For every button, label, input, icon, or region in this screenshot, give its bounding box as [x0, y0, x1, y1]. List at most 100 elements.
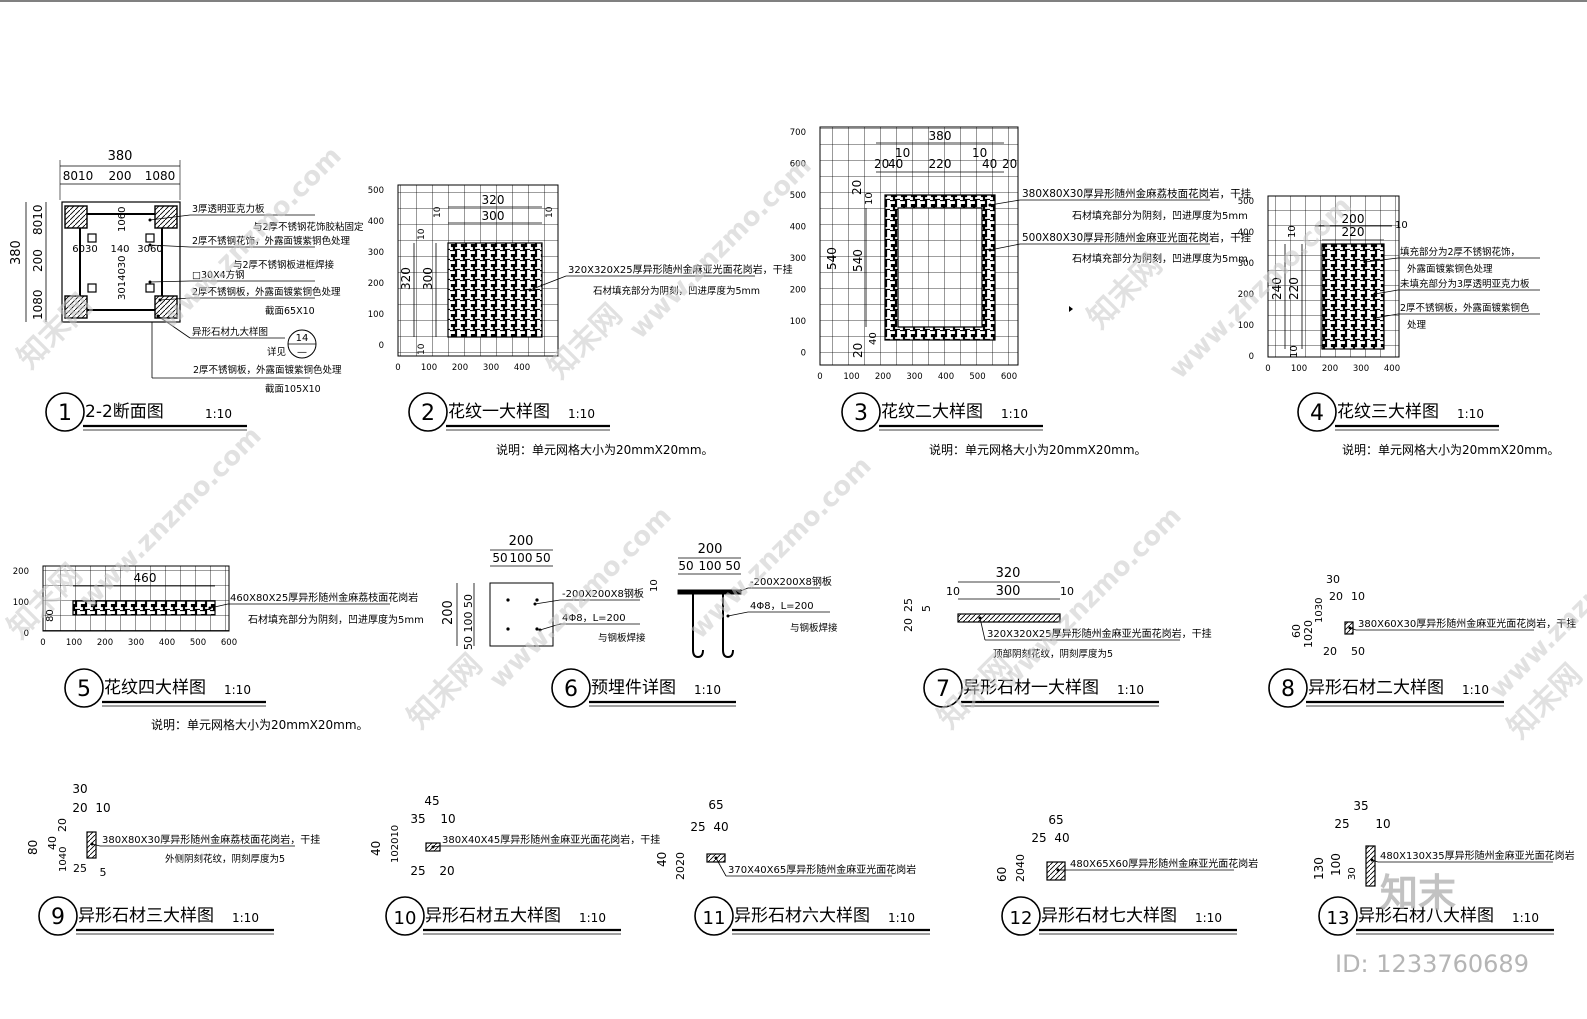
callout-text: -200X200X8钢板 [750, 575, 832, 588]
axis-x-tick: 0 [1265, 364, 1270, 374]
dim-text: 140 [110, 244, 129, 255]
callout-text: 石材填充部分为阴刻，凹进厚度为5mm [1072, 209, 1248, 222]
leader-dot [714, 856, 718, 860]
dim-text: 20 [1323, 645, 1337, 658]
corner-stone [64, 205, 88, 229]
leader-line [159, 297, 191, 301]
dim-text: 10 [946, 585, 960, 598]
fret-frame-fill [884, 194, 996, 341]
leader-line [727, 611, 749, 617]
axis-y-tick: 100 [1238, 321, 1254, 331]
callout-text: 外侧阴刻花纹，阴刻厚度为5 [165, 853, 285, 865]
callout-text: 4Φ8，L=200 [562, 613, 626, 624]
dim-text: 40 [868, 332, 879, 345]
drawing-title: 2-2断面图 [85, 402, 164, 422]
dim-text: 20 [851, 343, 865, 358]
drawing-number: 13 [1327, 908, 1350, 929]
callout-text: 480X65X60厚异形随州金麻亚光面花岗岩 [1070, 857, 1258, 870]
dim-text: 220 [929, 157, 952, 171]
drawing-number-bubble [551, 668, 591, 708]
drawing-scale: 1:10 [888, 911, 915, 925]
leader-dot [1348, 626, 1352, 630]
dim-text: 200 [509, 534, 534, 549]
note-text: 说明：单元网格大小为20mmX20mm。 [496, 442, 714, 457]
leader-dot [736, 590, 740, 594]
dim-text: 102010 [390, 825, 401, 863]
dim-text: 40 [46, 836, 59, 850]
leader-line [534, 599, 561, 605]
square-tube [87, 233, 97, 243]
axis-x-tick: 0 [40, 638, 45, 648]
leader-line [209, 603, 229, 609]
drawing-title: 异形石材三大样图 [78, 906, 214, 926]
drawing-scale: 1:10 [1457, 407, 1484, 421]
dim-text: 50 100 50 [462, 594, 475, 650]
dim-text: 20 [850, 180, 864, 195]
axis-x-tick: 100 [421, 363, 437, 373]
leader-line [149, 280, 191, 283]
dim-text: 1040 [58, 847, 69, 872]
axis-x-tick: 0 [395, 363, 400, 373]
dim-text: 10 [433, 206, 443, 218]
dim-text: 10 [972, 146, 987, 160]
dim-text: 40 [655, 852, 669, 867]
callout-text: 石材填充部分为阴刻，凹进厚度为5mm [1072, 252, 1248, 265]
axis-y-tick: 500 [1238, 197, 1254, 207]
dim-text: 35 [410, 812, 425, 826]
section-outline [61, 201, 181, 323]
detail-reference-sheet: — [297, 347, 307, 358]
drawing-scale: 1:10 [1462, 683, 1489, 697]
callout-text: 460X80X25厚异形随州金麻荔枝面花岗岩 [230, 591, 418, 604]
axis-y-tick: 200 [1238, 290, 1254, 300]
note-text: 说明：单元网格大小为20mmX20mm。 [929, 442, 1147, 457]
callout-text: 石材填充部分为阴刻，凹进厚度为5mm [593, 285, 760, 297]
drawing-number: 10 [394, 908, 417, 929]
callout-text: 2厚不锈钢花饰，外露面镀紫铜色处理 [192, 235, 351, 247]
dim-text: 40 [982, 157, 997, 171]
drawing-title: 异形石材七大样图 [1041, 906, 1177, 926]
axis-y-tick: 400 [1238, 228, 1254, 238]
axis-y-tick: 200 [13, 567, 29, 577]
dim-text: 320 [996, 566, 1021, 581]
drawing-title: 花纹二大样图 [881, 402, 983, 422]
dim-text: 540 [851, 249, 865, 272]
callout-text: 320X320X25厚异形随州金麻亚光面花岗岩，干挂 [568, 263, 793, 276]
dim-text: 200 [698, 542, 723, 557]
dim-text: 10 [1287, 225, 1298, 238]
dim-text: 10 [440, 812, 455, 826]
dim-text: 460 [134, 571, 157, 585]
drawing-number-bubble [1318, 896, 1358, 936]
dim-text: 320 [482, 193, 505, 207]
leader-line [1364, 257, 1399, 263]
drawing-number-bubble [38, 896, 78, 936]
callout-text: 380X40X45厚异形随州金麻亚光面花岗岩，干挂 [442, 833, 660, 846]
leader-dot [156, 314, 160, 318]
callout-text: 截面65X10 [265, 305, 315, 317]
axis-y-tick: 400 [790, 223, 806, 233]
leader-dot [528, 288, 532, 292]
dim-text: 80 [26, 840, 40, 855]
axis-x-tick: 300 [483, 363, 499, 373]
dim-text: 3014030 [117, 255, 128, 300]
axis-x-tick: 400 [938, 372, 954, 382]
drawing-number-bubble [1001, 896, 1041, 936]
callout-text: 与2厚不锈钢花饰胶粘固定 [253, 221, 364, 233]
square-tube [145, 283, 155, 293]
callout-text: 4Φ8，L=200 [750, 601, 814, 612]
fret-pattern-fill [447, 242, 543, 338]
leader-line [149, 214, 191, 221]
leader-line [529, 275, 567, 291]
dim-text: 380 [9, 240, 24, 265]
axis-y-tick: 300 [790, 254, 806, 264]
dim-text: 10 [545, 206, 555, 218]
dim-text: 200 [1342, 212, 1365, 226]
callout-text: 2厚不锈钢板，外露面镀紫铜色处理 [192, 286, 341, 298]
axis-x-tick: 400 [1384, 364, 1400, 374]
